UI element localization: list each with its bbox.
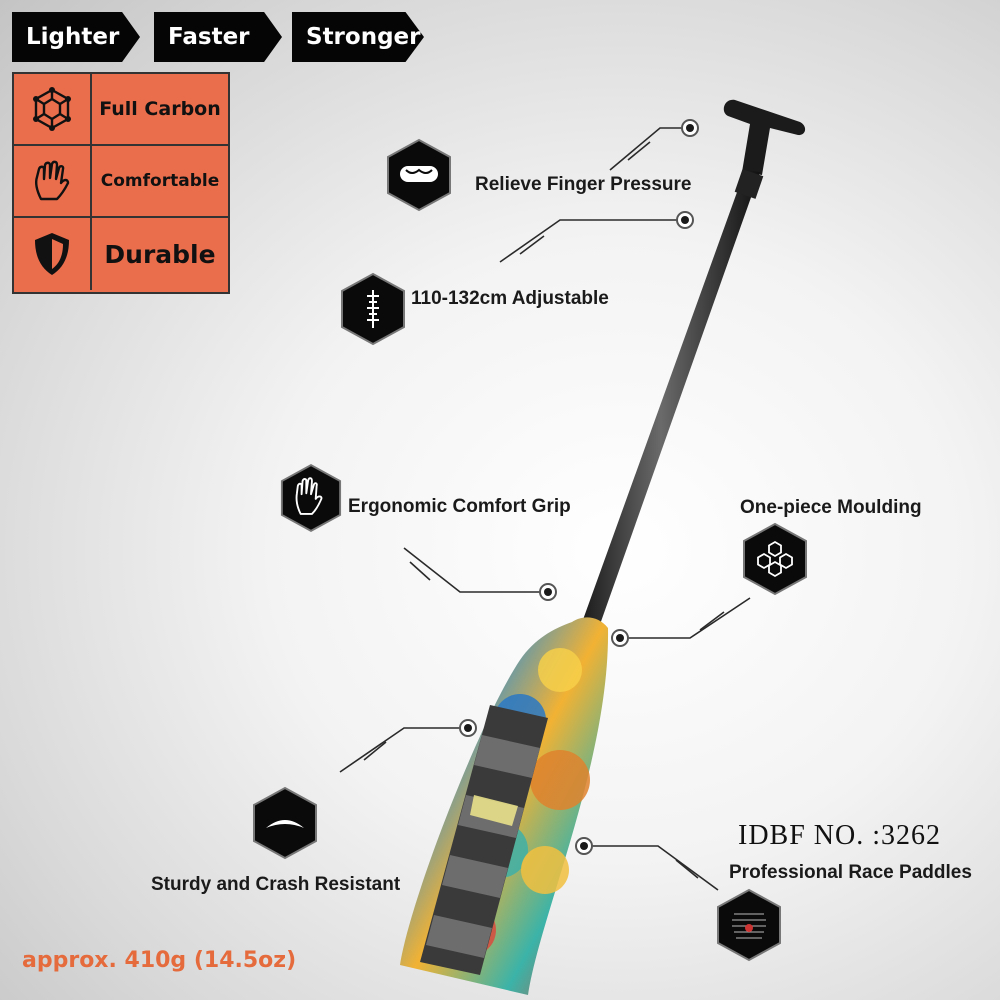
feature-panel: Full Carbon Comfortable Durable xyxy=(12,72,230,294)
callout-ergonomic-grip: Ergonomic Comfort Grip xyxy=(348,496,571,517)
palm-icon xyxy=(280,464,342,532)
feature-label: Comfortable xyxy=(100,171,220,191)
tag-label: Faster xyxy=(168,24,250,50)
tag-label: Lighter xyxy=(26,24,120,50)
arch-icon xyxy=(253,786,317,860)
tag-lighter: Lighter xyxy=(12,12,140,62)
tag-label: Stronger xyxy=(306,24,421,50)
callout-professional-race: Professional Race Paddles xyxy=(729,862,972,883)
feature-durable: Durable xyxy=(14,218,228,290)
honeycomb-icon xyxy=(743,522,807,596)
feature-label: Durable xyxy=(104,239,216,269)
idbf-number: IDBF NO. :3262 xyxy=(738,820,942,851)
callout-relieve-finger-pressure: Relieve Finger Pressure xyxy=(475,174,692,195)
callout-sturdy: Sturdy and Crash Resistant xyxy=(151,874,401,895)
carbon-lattice-icon xyxy=(14,74,92,144)
ruler-icon xyxy=(341,272,405,346)
hand-icon xyxy=(14,146,92,216)
feature-comfortable: Comfortable xyxy=(14,146,228,218)
feature-label: Full Carbon xyxy=(99,98,221,120)
shield-icon xyxy=(14,218,92,290)
tag-faster: Faster xyxy=(154,12,282,62)
finger-pressure-icon xyxy=(387,138,451,212)
certificate-icon xyxy=(717,888,781,962)
tag-stronger: Stronger xyxy=(292,12,424,62)
weight-label: approx. 410g (14.5oz) xyxy=(22,948,297,973)
callout-one-piece-moulding: One-piece Moulding xyxy=(740,497,922,518)
callout-adjustable: 110-132cm Adjustable xyxy=(411,288,609,309)
feature-full-carbon: Full Carbon xyxy=(14,74,228,146)
